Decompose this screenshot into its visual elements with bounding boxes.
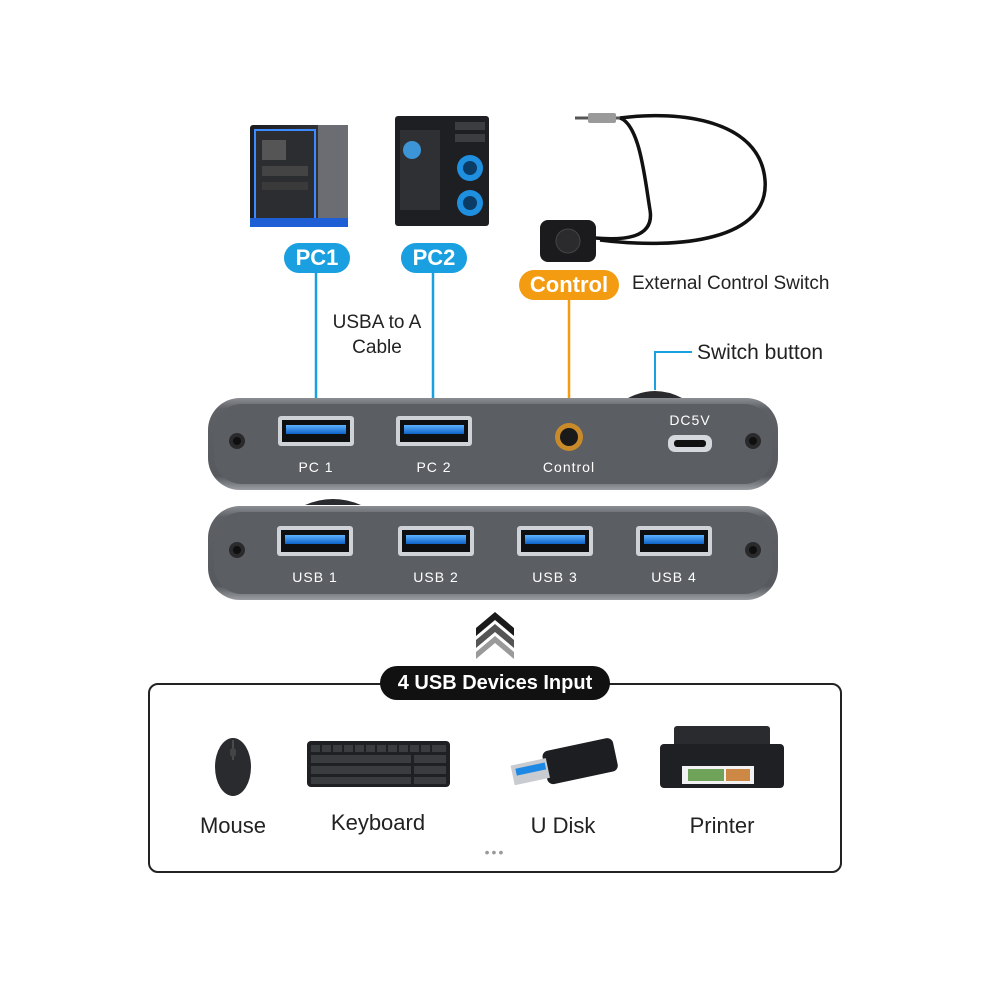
usb1-label: USB 1 [292, 569, 338, 585]
chevron-up-icon [476, 612, 514, 659]
switch-button-label: Switch button [697, 341, 824, 364]
usb1-port[interactable] [277, 526, 353, 556]
switch-button-pointer [654, 351, 692, 390]
control-tag: Control [519, 270, 619, 300]
usb3-label: USB 3 [532, 569, 578, 585]
pc1-tag: PC1 [284, 243, 350, 273]
pc1-usb-port[interactable] [278, 416, 354, 446]
rear-knob [305, 499, 361, 505]
rear-panel [208, 506, 778, 600]
more-devices-ellipsis: ••• [484, 844, 506, 860]
front-panel [208, 398, 778, 490]
pc2-usb-port[interactable] [396, 416, 472, 446]
switch-button[interactable] [628, 391, 682, 398]
devices-badge: 4 USB Devices Input [380, 666, 610, 700]
pc2-port-label: PC 2 [416, 459, 452, 475]
device-label-mouse: Mouse [199, 813, 267, 838]
printer-icon [660, 726, 784, 788]
device-label-keyboard: Keyboard [330, 810, 426, 835]
mouse-icon [215, 738, 251, 796]
pc2-tag: PC2 [401, 243, 467, 273]
keyboard-icon [307, 741, 450, 787]
pc1-port-label: PC 1 [298, 459, 334, 475]
control-jack-port[interactable] [555, 423, 583, 451]
usb4-port[interactable] [636, 526, 712, 556]
cable-label-line2: Cable [352, 337, 402, 358]
dc5v-label: DC5V [669, 412, 711, 428]
usb2-label: USB 2 [413, 569, 459, 585]
usb3-port[interactable] [517, 526, 593, 556]
device-label-printer: Printer [689, 813, 755, 838]
cable-label-line1: USBA to A [332, 312, 422, 333]
control-port-label: Control [542, 459, 596, 475]
usb-flash-drive-icon [510, 738, 618, 786]
usb4-label: USB 4 [651, 569, 697, 585]
external-control-switch-icon [540, 113, 767, 262]
device-label-udisk: U Disk [530, 813, 596, 838]
pc1-tower-icon [250, 125, 348, 227]
usb2-port[interactable] [398, 526, 474, 556]
pc2-tower-icon [395, 116, 489, 226]
dc5v-power-port[interactable] [668, 435, 712, 452]
external-control-switch-label: External Control Switch [632, 273, 830, 294]
